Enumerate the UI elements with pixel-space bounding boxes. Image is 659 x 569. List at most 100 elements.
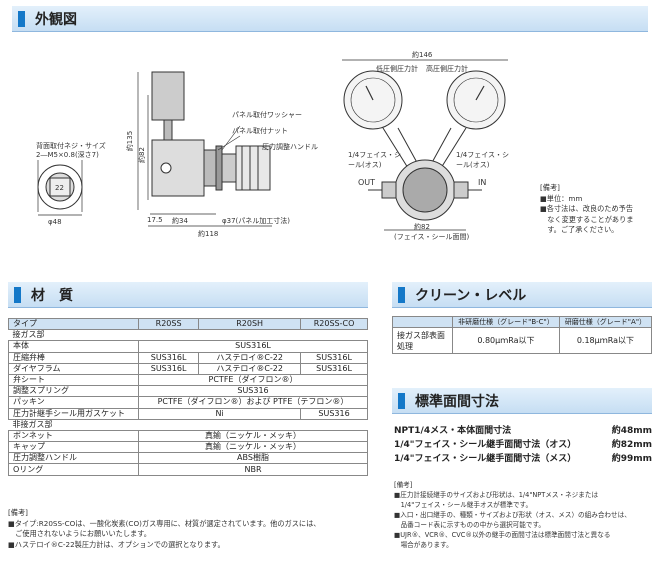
dims-title: 標準面間寸法 [415, 393, 499, 410]
table-header: タイプ R20SS R20SH R20SS-CO [8, 317, 368, 331]
dims-header: 標準面間寸法 [392, 388, 652, 414]
row-name: ボンネット [8, 429, 139, 443]
dim-82b-note: (フェイス・シール面間) [394, 233, 470, 241]
dim-label: 1/4"フェイス・シール継手面間寸法（メス） [394, 454, 577, 464]
list-item: 1/4"フェイス・シール継手面間寸法（メス） 約99mm [394, 452, 652, 466]
dims-notes: [備考] ■圧力計接続継手のサイズおよび形状は、1/4"NPTメス・ネジまたは … [394, 480, 656, 550]
dim-value: 約82mm [611, 440, 652, 450]
remarks-line: す。ご了承ください。 [540, 225, 619, 234]
notes-title: [備考] [394, 481, 413, 489]
header-accent [398, 392, 405, 409]
header-accent [14, 286, 21, 303]
cell: SUS316 [300, 407, 368, 420]
table-row: キャップ真鍮（ニッケル・メッキ） [8, 441, 368, 454]
cell: SUS316L [138, 340, 368, 353]
row-name: 調整スプリング [8, 385, 139, 398]
cell: PCTFE（ダイフロン®） [138, 373, 368, 387]
cell: 0.18μｍRa以下 [558, 327, 653, 355]
header-accent [398, 286, 405, 303]
dim-146: 約146 [412, 51, 433, 59]
notes-line: ■タイプ:R20SS-COは、一酸化炭素(CO)ガス専用に、材質が選定されていま… [8, 518, 321, 528]
cell: SUS316L [300, 362, 368, 375]
table-row: ボンネット真鍮（ニッケル・メッキ） [8, 429, 368, 443]
list-item: NPT1/4メス・本体面間寸法約48mm [394, 424, 652, 438]
cell: ハステロイ®C-22 [198, 351, 302, 364]
handle-side [235, 145, 271, 191]
clean-header: クリーン・レベル [392, 282, 652, 308]
cell: 真鍮（ニッケル・メッキ） [138, 429, 368, 443]
row-name: 圧力調整ハンドル [8, 452, 139, 465]
face-male-right: 1/4フェイス・シール(オス) [456, 151, 510, 169]
cell: SUS316 [138, 385, 368, 398]
dims-list: NPT1/4メス・本体面間寸法約48mm 1/4"フェイス・シール継手面間寸法（… [394, 424, 652, 466]
row-name: Oリング [8, 463, 139, 476]
cell: NBR [138, 463, 368, 476]
dim-82: 約82 [137, 147, 146, 163]
clean-table: 非研磨仕様（グレード"B-C"） 研磨仕様（グレード"A"） 接ガス部表面処理 … [392, 315, 653, 355]
body-side [151, 139, 205, 197]
low-gauge-label: 低圧側圧力計 [376, 65, 418, 73]
notes-line: ■入口・出口継手の、種類・サイズおよび形状（オス、メス）の組み合わせは、 [394, 511, 631, 519]
face-male-left: 1/4フェイス・シール(オス) [348, 151, 402, 169]
notes-line: ■UJR®、VCR®、CVC®以外の継手の面間寸法は標準面間寸法と異なる [394, 531, 611, 539]
dim-value: 約99mm [611, 454, 652, 464]
row-name: 圧力計継手シール用ガスケット [8, 407, 139, 420]
notes-title: [備考] [8, 508, 28, 517]
dim-118: 約118 [198, 230, 219, 238]
in-fitting [453, 181, 469, 199]
row-name: 弁シート [8, 373, 139, 387]
appearance-title: 外観図 [35, 11, 77, 28]
appearance-drawing [37, 59, 508, 231]
out-fitting [381, 181, 397, 199]
row-name: ダイヤフラム [8, 362, 139, 375]
header-cell: R20SS-CO [300, 317, 368, 331]
appearance-header: 外観図 [12, 6, 648, 32]
notes-line: 場合があります。 [394, 541, 453, 549]
list-item: 1/4"フェイス・シール継手面間寸法（オス） 約82mm [394, 438, 652, 452]
row-name: キャップ [8, 441, 139, 454]
materials-header: 材 質 [8, 282, 368, 308]
notes-line: ご使用されないようにお願いいたします。 [8, 529, 151, 538]
dim-17-5: 17.5 [147, 216, 163, 224]
cell: Ni [137, 407, 302, 420]
nut-label: パネル取付ナット [232, 127, 288, 135]
row-name: パッキン [8, 396, 139, 409]
back-screw-label: 背面取付ネジ・サイズ [36, 142, 106, 150]
clean-col-1: 非研磨仕様（グレード"B-C"） [452, 315, 560, 329]
clean-col-2: 研磨仕様（グレード"A"） [558, 315, 653, 329]
header-cell: タイプ [8, 317, 139, 331]
cell: SUS316L [300, 351, 368, 364]
in-label: IN [478, 178, 487, 187]
empty-cell [392, 315, 453, 329]
dim-48: φ48 [48, 218, 62, 226]
washer-label: パネル取付ワッシャー [232, 111, 302, 119]
high-gauge-label: 高圧側圧力計 [426, 65, 468, 73]
remarks-title: [備考] [540, 183, 560, 192]
dim-label: NPT1/4メス・本体面間寸法 [394, 426, 512, 436]
notes-line: ■圧力計接続継手のサイズおよび形状は、1/4"NPTメス・ネジまたは [394, 491, 599, 499]
notes-line: ■ハステロイ®C-22製圧力計は、オプションでの選択となります。 [8, 539, 225, 549]
screw-square [49, 177, 71, 197]
handle-label: 圧力調整ハンドル [262, 143, 318, 151]
dim-135: 約135 [126, 130, 135, 152]
cell: 0.80μｍRa以下 [452, 327, 560, 355]
dim-22: 22 [55, 184, 64, 192]
remarks-line: ■単位：mm [540, 193, 583, 203]
materials-title: 材 質 [31, 287, 73, 304]
out-label: OUT [358, 178, 376, 187]
back-screw-size: 2―M5×0.8(深さ7) [36, 151, 99, 159]
cell: ハステロイ®C-22 [198, 362, 302, 375]
remarks-line: ■各寸法は、改良のため予告 [540, 204, 634, 213]
row-name: 圧縮弁棒 [8, 351, 139, 364]
dim-label: 1/4"フェイス・シール継手面間寸法（オス） [394, 440, 577, 450]
remarks-line: なく変更することがありま [540, 214, 634, 224]
cell: SUS316L [137, 362, 200, 375]
materials-notes: [備考] ■タイプ:R20SS-COは、一酸化炭素(CO)ガス専用に、材質が選定… [8, 508, 378, 550]
